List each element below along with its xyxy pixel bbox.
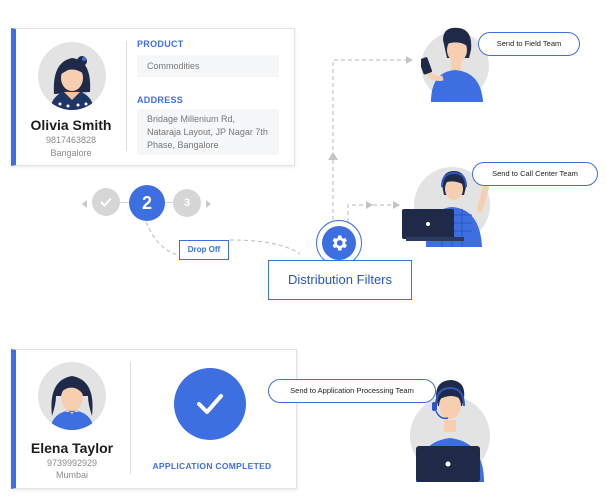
call-center-bubble: Send to Call Center Team	[472, 162, 598, 186]
customer-city: Bangalore	[50, 148, 92, 158]
customer-phone: 9817463828	[45, 135, 97, 145]
card-divider	[126, 41, 127, 151]
step-3[interactable]: 3	[173, 189, 201, 217]
step-3-label: 3	[183, 197, 191, 209]
product-label: PRODUCT	[137, 39, 184, 49]
check-icon	[197, 394, 223, 414]
customer-card-bottom: Elena Taylor 9739992929 Mumbai APPLICATI…	[11, 349, 297, 489]
stepper-line-1	[120, 202, 130, 203]
call-center-arrowhead	[366, 201, 373, 209]
arrow-to-field-person	[406, 56, 413, 64]
customer-card-top: Olivia Smith 9817463828 Bangalore PRODUC…	[11, 28, 295, 166]
application-processing-bubble: Send to Application Processing Team	[268, 379, 436, 403]
distribution-filters-box[interactable]: Distribution Filters	[268, 260, 412, 300]
stepper-prev-icon[interactable]	[82, 200, 87, 208]
arrow-to-call-person	[393, 201, 400, 209]
avatar-olivia	[38, 42, 106, 110]
step-2-label: 2	[141, 192, 152, 213]
completed-status-badge	[174, 368, 246, 440]
call-center-connector	[347, 204, 395, 222]
customer-name: Olivia Smith	[30, 117, 112, 133]
check-icon	[100, 197, 112, 207]
address-field: Bridage Millenium Rd, Nataraja Layout, J…	[137, 109, 279, 155]
customer-name: Elena Taylor	[30, 440, 114, 456]
drop-off-tag: Drop Off	[179, 240, 229, 260]
application-agent-illustration-icon	[410, 380, 490, 482]
card-divider	[130, 362, 131, 474]
application-completed-label: APPLICATION COMPLETED	[152, 461, 272, 471]
gear-button[interactable]	[316, 220, 362, 266]
step-2[interactable]: 2	[129, 185, 165, 221]
gear-icon	[332, 235, 347, 251]
field-team-person	[418, 22, 489, 102]
product-field: Commodities	[137, 55, 279, 77]
avatar-elena	[38, 362, 106, 430]
application-team-person	[408, 376, 490, 482]
customer-city: Mumbai	[55, 470, 88, 480]
call-center-person	[402, 165, 494, 247]
step-1[interactable]	[92, 188, 120, 216]
filters-connector	[229, 239, 301, 255]
customer-phone: 9739992929	[46, 458, 98, 468]
woman-avatar-icon	[50, 376, 94, 430]
field-team-connector	[332, 59, 408, 220]
address-label: ADDRESS	[137, 95, 184, 105]
stepper-line-2	[165, 202, 174, 203]
stepper-next-icon[interactable]	[206, 200, 211, 208]
field-team-bubble: Send to Field Team	[478, 32, 580, 56]
woman-avatar-icon	[50, 56, 94, 110]
field-agent-illustration-icon	[418, 27, 489, 102]
field-arrowhead	[328, 152, 338, 160]
call-center-agent-illustration-icon	[402, 167, 490, 247]
